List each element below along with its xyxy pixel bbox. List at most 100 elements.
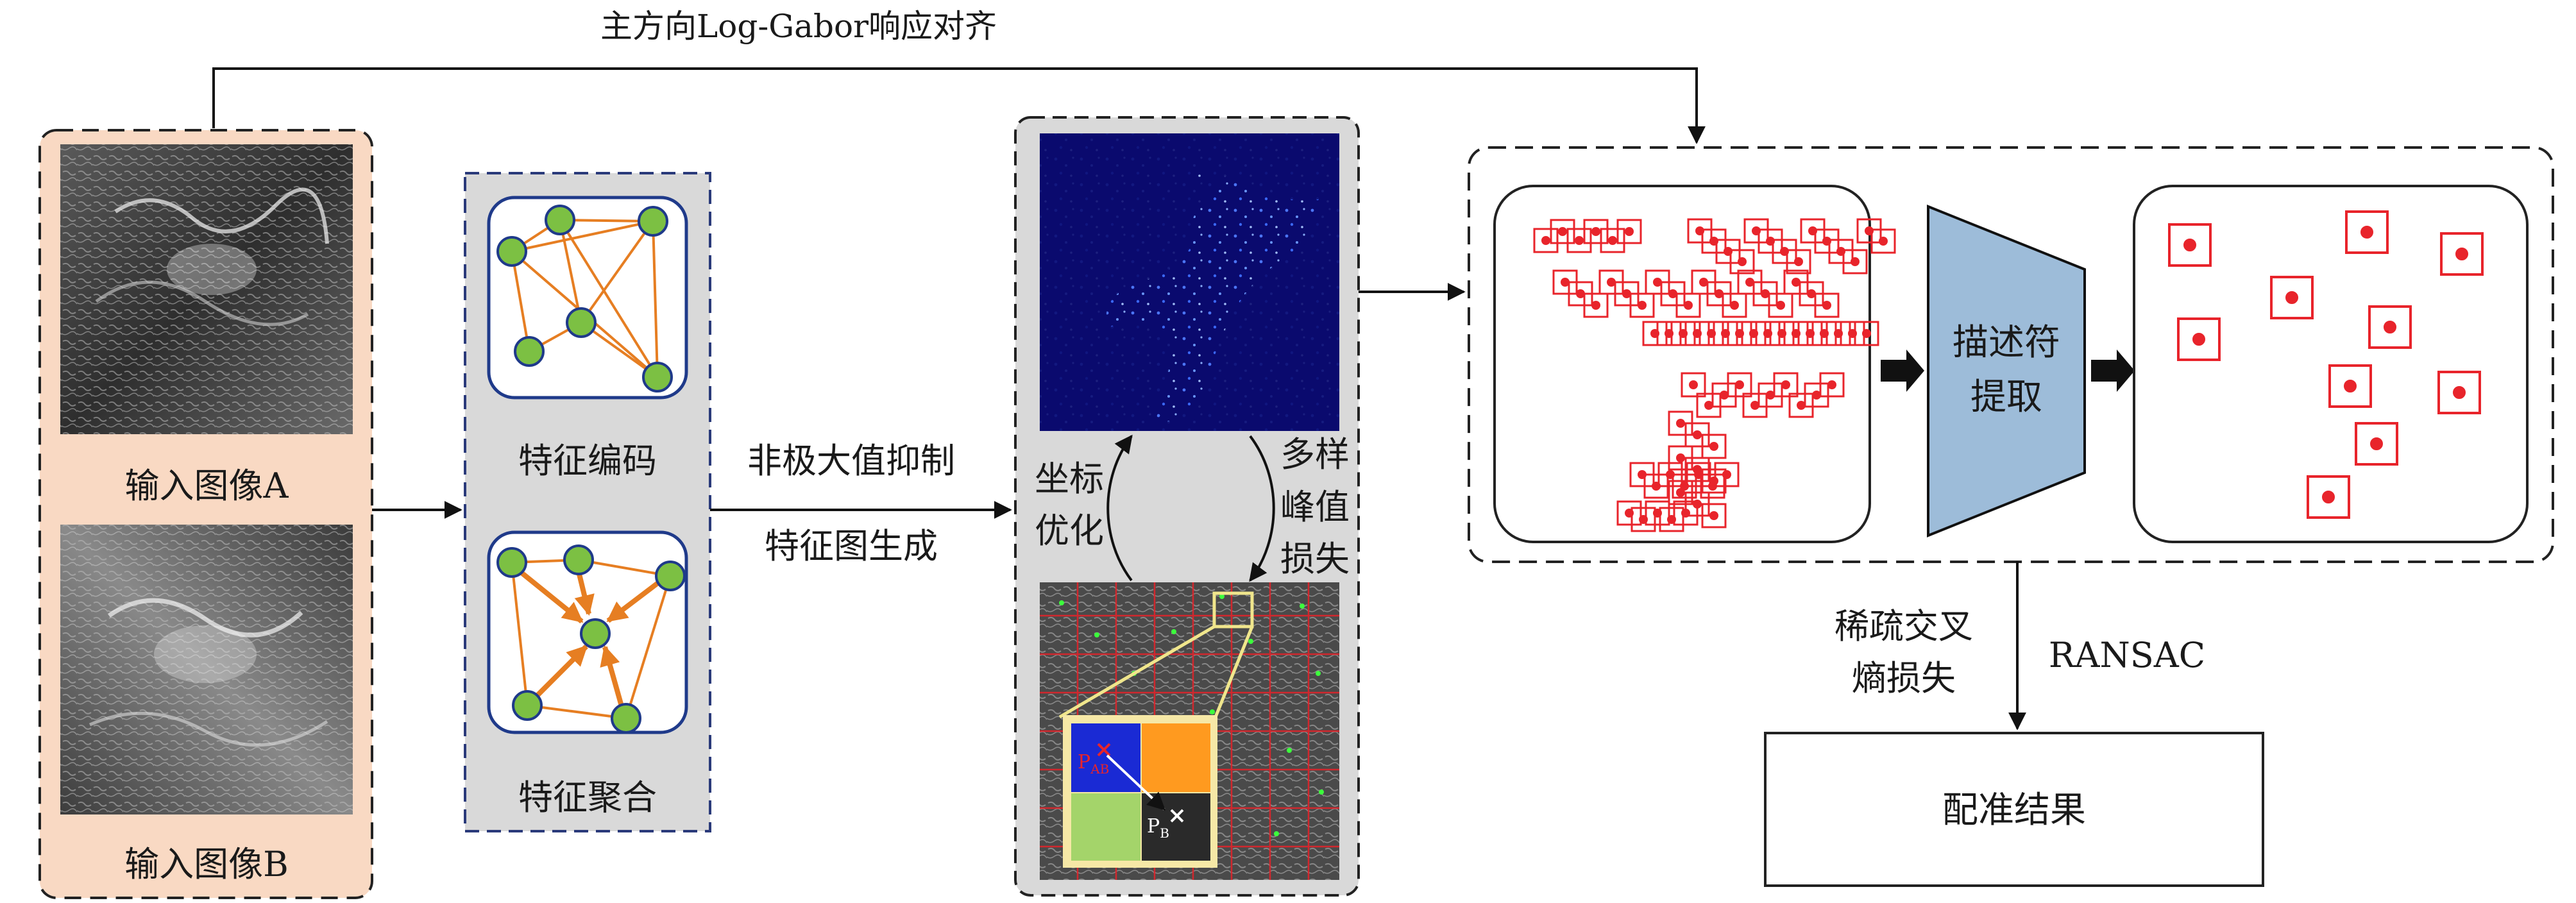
dense-keypoint-box xyxy=(1583,292,1609,318)
feature-encoding-label: 特征编码 xyxy=(518,441,657,481)
dense-keypoint-box xyxy=(1788,392,1814,418)
dense-keypoint-dot xyxy=(1794,257,1803,266)
dense-keypoint-dot xyxy=(1720,391,1729,400)
input-image-b-label: 输入图像B xyxy=(124,844,289,884)
dense-keypoint-dot xyxy=(1681,509,1690,518)
arrow-descriptor-to-sparse xyxy=(2091,350,2135,392)
dense-keypoint-dot xyxy=(1812,391,1821,400)
input-image-a-label: 输入图像A xyxy=(125,466,289,506)
dense-keypoint-box xyxy=(1828,239,1854,264)
diverse-peak-loss-line3: 损失 xyxy=(1280,539,1350,579)
dense-keypoint-dot xyxy=(1689,380,1698,389)
dense-keypoint-dot xyxy=(1576,289,1585,298)
dense-keypoint-dot xyxy=(1558,227,1567,236)
dense-keypoint-box xyxy=(1804,382,1829,408)
dense-keypoint-dot xyxy=(1715,289,1724,298)
dense-keypoint-box xyxy=(1687,218,1713,244)
feature-encoding-graph xyxy=(487,196,688,400)
top-alignment-arrow xyxy=(212,67,1706,144)
dense-keypoint-box xyxy=(1842,249,1868,274)
point-pab-main: P xyxy=(1078,751,1090,773)
registration-result-box xyxy=(1764,732,2264,887)
dense-keypoint-dot xyxy=(1684,301,1693,310)
dense-keypoint-dot xyxy=(1693,430,1702,439)
dense-keypoint-dot xyxy=(1766,391,1775,400)
descriptor-label-line2: 提取 xyxy=(1970,376,2042,418)
point-pb-label: PB xyxy=(1147,815,1169,841)
optimization-loop xyxy=(1106,434,1275,582)
dense-keypoint-box xyxy=(1854,321,1879,346)
dense-keypoint-box xyxy=(1675,292,1701,318)
point-pab-sub: AB xyxy=(1090,761,1109,777)
dense-keypoint-dot xyxy=(1738,257,1747,266)
dense-keypoint-box xyxy=(1629,292,1655,318)
dense-keypoint-box xyxy=(1711,382,1737,408)
descriptor-panel xyxy=(1468,146,2554,563)
dense-keypoint-dot xyxy=(1761,289,1770,298)
dense-keypoint-box xyxy=(1715,239,1741,264)
dense-keypoint-dot xyxy=(1822,301,1831,310)
dense-keypoints-box xyxy=(1493,185,1871,543)
arrow-keypoints-to-descriptor xyxy=(1881,350,1924,392)
dense-keypoint-dot xyxy=(1607,278,1616,287)
dense-keypoint-dot xyxy=(1879,237,1888,246)
dense-keypoint-dot xyxy=(1591,227,1600,236)
dense-keypoint-dot xyxy=(1676,419,1685,428)
point-pb-main: P xyxy=(1147,815,1160,838)
dense-keypoint-box xyxy=(1583,219,1609,244)
dense-keypoint-dot xyxy=(1862,329,1871,338)
dense-keypoint-dot xyxy=(1668,289,1677,298)
dense-keypoint-box xyxy=(1673,500,1699,526)
diverse-peak-loss-line2: 峰值 xyxy=(1280,487,1350,527)
dense-keypoint-box xyxy=(1727,372,1752,398)
dense-keypoint-box xyxy=(1814,292,1840,318)
dense-keypoint-box xyxy=(1550,219,1575,244)
dense-keypoint-dot xyxy=(1704,401,1713,410)
dense-keypoint-dot xyxy=(1709,442,1718,451)
dense-keypoint-box xyxy=(1800,218,1826,244)
dense-keypoint-dot xyxy=(1827,380,1836,389)
dense-keypoint-box xyxy=(1616,500,1642,526)
keypoint-heatmap xyxy=(1040,133,1339,431)
dense-keypoint-box xyxy=(1856,218,1882,244)
dense-keypoint-dot xyxy=(1541,236,1550,245)
dense-keypoint-dot xyxy=(1750,401,1759,410)
dense-keypoint-box xyxy=(1768,292,1793,318)
dense-keypoint-dot xyxy=(1676,453,1685,462)
dense-keypoint-dot xyxy=(1807,289,1816,298)
dense-keypoint-box xyxy=(1616,219,1642,244)
dense-keypoint-dot xyxy=(1699,278,1708,287)
feature-map-generation-label: 特征图生成 xyxy=(765,526,938,566)
dense-keypoint-box xyxy=(1722,292,1747,318)
dense-keypoint-dot xyxy=(1851,257,1860,266)
sparse-ce-loss-line2: 熵损失 xyxy=(1852,658,1956,698)
dense-keypoint-box xyxy=(1772,239,1797,264)
input-image-b xyxy=(60,525,353,814)
dense-keypoint-box xyxy=(1701,503,1727,528)
dense-keypoint-dot xyxy=(1792,278,1801,287)
dense-keypoint-dot xyxy=(1730,301,1739,310)
dense-keypoint-box xyxy=(1743,218,1769,244)
dense-keypoint-box xyxy=(1533,228,1559,253)
feature-aggregation-graph xyxy=(487,530,688,734)
dense-keypoint-dot xyxy=(1622,289,1631,298)
dense-keypoint-dot xyxy=(1776,301,1785,310)
ransac-label: RANSAC xyxy=(2049,635,2205,675)
point-pab-label: PAB xyxy=(1078,751,1109,777)
nms-label: 非极大值抑制 xyxy=(747,441,955,481)
dense-keypoint-dot xyxy=(1625,227,1634,236)
zoom-inset xyxy=(1063,715,1217,868)
dense-keypoint-box xyxy=(1701,228,1727,254)
dense-keypoint-box xyxy=(1814,228,1840,254)
dense-keypoint-box xyxy=(1742,392,1768,418)
registration-result-label: 配准结果 xyxy=(1942,789,2086,831)
sparse-keypoints xyxy=(2168,210,2484,519)
diverse-peak-loss-line1: 多样 xyxy=(1280,434,1350,475)
feature-aggregation-label: 特征聚合 xyxy=(518,777,657,818)
dense-keypoint-dot xyxy=(1561,278,1570,287)
coord-opt-line2: 优化 xyxy=(1035,511,1104,551)
dense-keypoint-dot xyxy=(1709,511,1718,520)
dense-keypoint-box xyxy=(1701,468,1727,494)
